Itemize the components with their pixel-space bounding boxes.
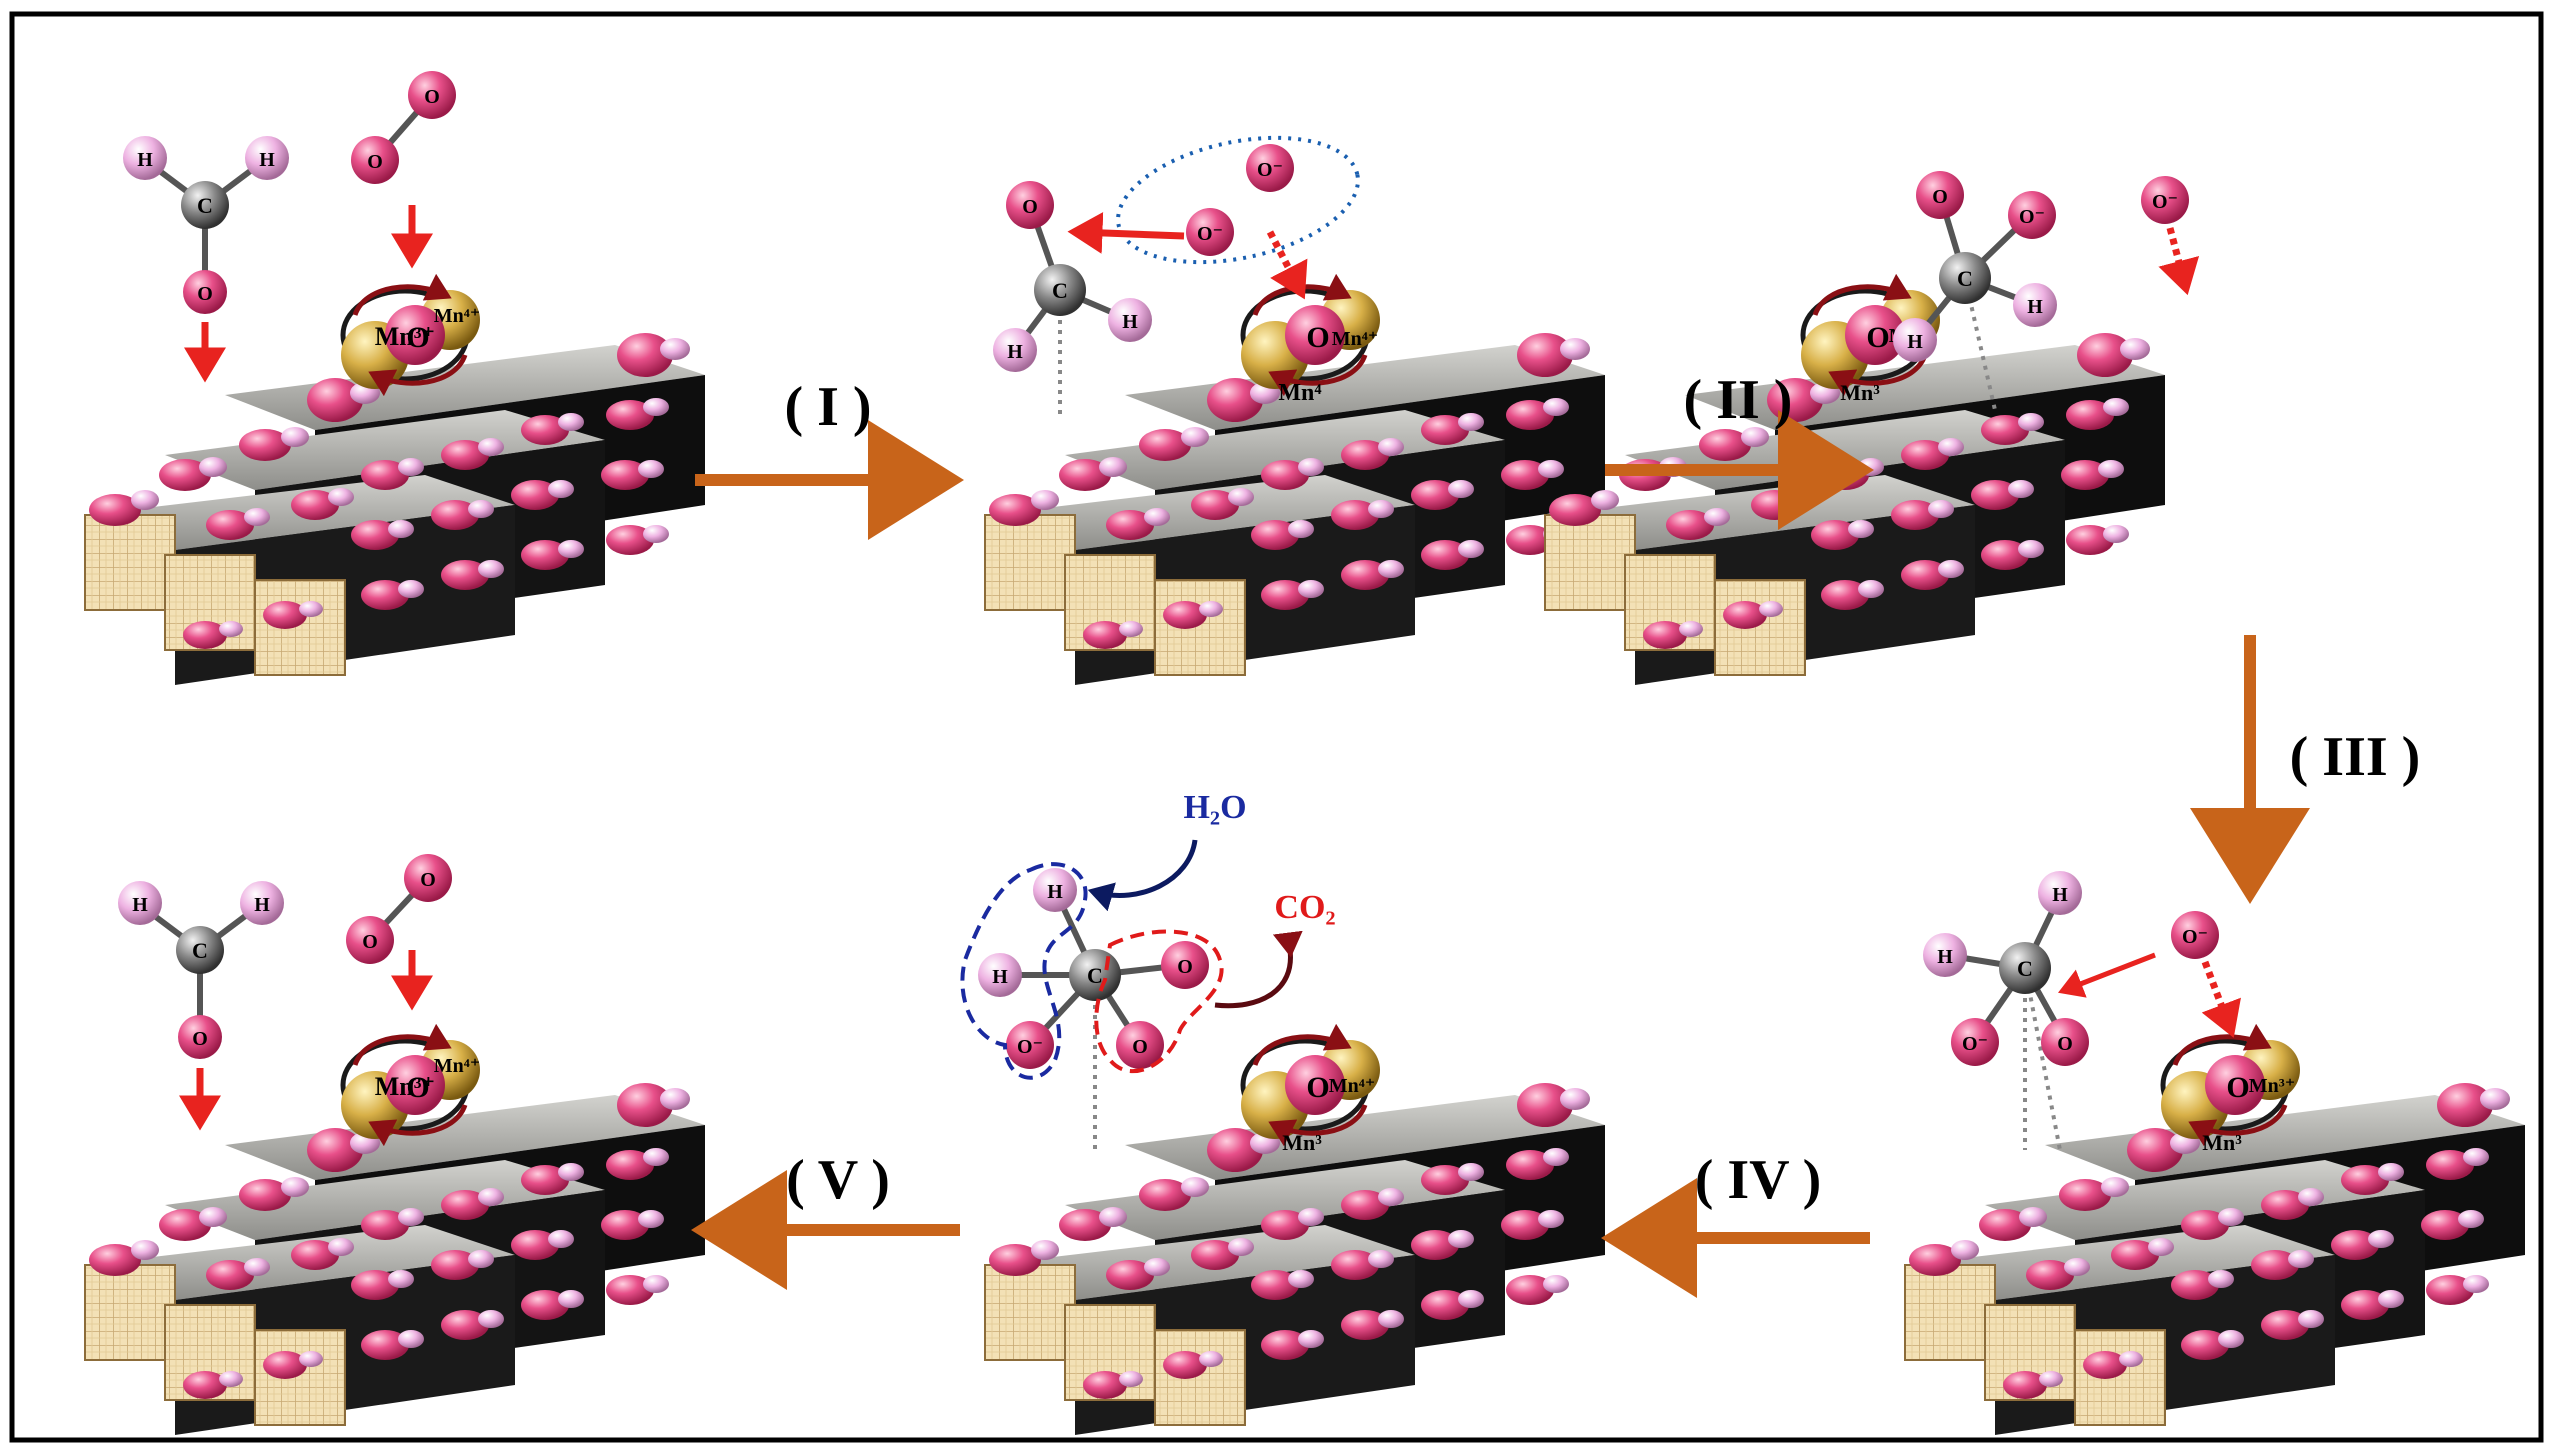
step-4-label: ( IV ) [1695, 1149, 1822, 1211]
panel-2: Mn⁴ Mn⁴⁺ O O C H H O⁻ O⁻ [985, 135, 1605, 685]
step-2-label: ( II ) [1684, 369, 1793, 431]
formaldehyde-molecule: H H C O [118, 881, 284, 1059]
co2-label: CO₂ [1274, 889, 1335, 926]
panel-1: Mn³⁺ Mn⁴⁺ O H H C O O O [85, 71, 705, 685]
water-group-outline [960, 862, 1088, 1080]
h-label: H [137, 149, 153, 171]
co2-release-arrow [1214, 930, 1303, 1009]
o-radical-label: O⁻ [2182, 926, 2208, 948]
mn4-label: Mn⁴⁺ [1332, 328, 1379, 350]
h2o-label: H₂O [1183, 789, 1246, 826]
panel-1-labels: Mn³⁺ Mn⁴⁺ O [375, 305, 481, 354]
mn4-label: Mn⁴⁺ [434, 1055, 481, 1077]
panel-6: Mn³⁺ Mn⁴⁺ O H H C O O O [85, 854, 705, 1435]
dissociated-oxygen-outline [1116, 135, 1360, 265]
mn3-short-label: Mn³ [1282, 1130, 1322, 1155]
o-label: O [1932, 186, 1948, 208]
surface-intermediate: O O⁻ C H H [1893, 171, 2057, 411]
o-label: O [197, 283, 213, 305]
o-radical-label: O⁻ [1962, 1033, 1988, 1055]
o-label: O [420, 869, 436, 891]
mn3-short-label: Mn³ [2202, 1130, 2242, 1155]
lattice-oxygen-label: O [406, 1071, 429, 1104]
figure-border [9, 11, 2544, 1443]
o-radical-label: O⁻ [1257, 159, 1283, 181]
h-label: H [2052, 884, 2068, 906]
oxygen-refill-arrow [2201, 960, 2241, 1038]
panel-3: Mn³ Mn³⁺ O O O⁻ C H H O⁻ [1545, 171, 2200, 685]
panel-5: Mn³ Mn⁴⁺ O H H C O⁻ O O H₂O [960, 789, 1605, 1435]
mn3-short-label: Mn³ [1840, 380, 1880, 405]
h-label: H [992, 966, 1008, 988]
h-label: H [254, 894, 270, 916]
h-label: H [1937, 946, 1953, 968]
oxygen-attack-arrow [1067, 211, 1185, 254]
h-label: H [1122, 311, 1138, 333]
mn4-label: Mn⁴⁺ [1329, 1075, 1376, 1097]
h-label: H [1907, 331, 1923, 353]
formaldehyde-molecule: H H C O [123, 136, 289, 314]
o-label: O [362, 931, 378, 953]
mn4-label: Mn⁴⁺ [434, 305, 481, 327]
panel-4: Mn³ Mn³⁺ O H H C O⁻ O O⁻ [1905, 871, 2525, 1435]
c-label: C [1957, 266, 1973, 291]
surface-intermediate: H H C O⁻ O O [978, 868, 1209, 1150]
oxygen-molecule: O O [351, 71, 456, 184]
c-label: C [197, 193, 213, 218]
o-radical-label: O⁻ [1197, 223, 1223, 245]
o-label: O [367, 151, 383, 173]
step-5-label: ( V ) [786, 1149, 890, 1211]
lattice-oxygen-label: O [2226, 1071, 2249, 1104]
o-label: O [1132, 1036, 1148, 1058]
c-label: C [1052, 278, 1068, 303]
co2-group-outline [1094, 929, 1224, 1074]
c-label: C [1087, 963, 1103, 988]
oxygen-molecule: O O [346, 854, 452, 964]
h-label: H [132, 894, 148, 916]
o-label: O [424, 86, 440, 108]
lattice-oxygen-label: O [1306, 321, 1329, 354]
o-radical-label: O⁻ [2152, 191, 2178, 213]
h-label: H [259, 149, 275, 171]
surface-intermediate: H H C O⁻ O [1923, 871, 2089, 1151]
o-radical-label: O⁻ [1017, 1036, 1043, 1058]
c-label: C [192, 938, 208, 963]
oxygen-refill-arrow [1266, 230, 1308, 300]
h-label: H [1047, 881, 1063, 903]
mn3-label: Mn³⁺ [375, 322, 436, 351]
lattice-oxygen-label: O [1866, 321, 1889, 354]
o-label: O [1177, 956, 1193, 978]
surface-intermediate: O C H H [993, 181, 1152, 415]
oxygen-refill-arrow [2158, 227, 2200, 296]
water-release-arrow [1087, 839, 1198, 912]
step-arrows: ( I ) ( II ) ( III ) ( IV ) ( V ) [691, 369, 2421, 1298]
step-3-label: ( III ) [2290, 726, 2421, 788]
oxygen-attack-arrow [2058, 952, 2156, 998]
o-label: O [2057, 1033, 2073, 1055]
lattice-oxygen-label: O [1306, 1071, 1329, 1104]
mn4-short-label: Mn⁴ [1278, 380, 1321, 406]
c-label: C [2017, 956, 2033, 981]
mn3-label: Mn³⁺ [2249, 1075, 2296, 1097]
mn3-label: Mn³⁺ [375, 1072, 436, 1101]
o-label: O [1022, 196, 1038, 218]
lattice-oxygen-label: O [406, 321, 429, 354]
h-label: H [2027, 296, 2043, 318]
h-label: H [1007, 341, 1023, 363]
o-radical-label: O⁻ [2019, 206, 2045, 228]
o-label: O [192, 1028, 208, 1050]
step-1-label: ( I ) [784, 376, 871, 438]
